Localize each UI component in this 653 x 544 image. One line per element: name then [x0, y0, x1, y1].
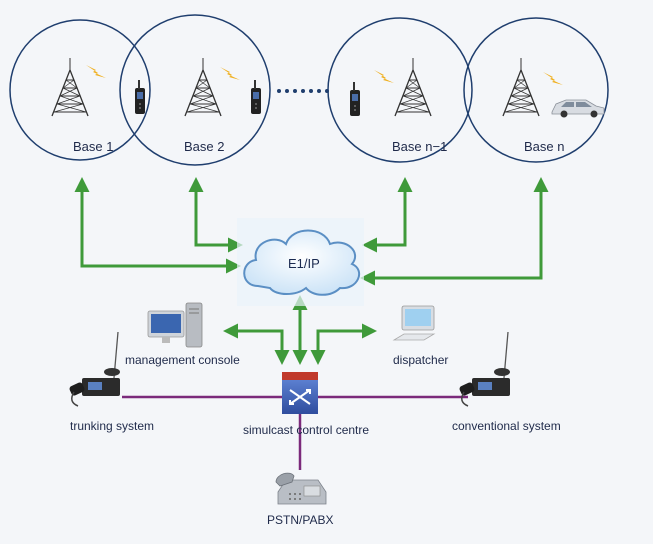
link-base1-cloud — [74, 177, 241, 274]
switch-icon — [282, 372, 318, 414]
lightning-icon — [543, 72, 563, 85]
ellipsis-dots — [277, 89, 329, 93]
cloud-icon — [237, 218, 364, 306]
mobile-radio-icon — [457, 331, 511, 407]
dispatcher-label: dispatcher — [393, 353, 449, 367]
computer-icon — [147, 302, 203, 348]
tower-icon — [394, 57, 432, 117]
lightning-icon — [86, 65, 106, 78]
network-label: E1/IP — [288, 256, 320, 271]
trunking-system-label: trunking system — [70, 419, 155, 433]
handheld-radio-icon — [251, 80, 261, 114]
pstn-label: PSTN/PABX — [267, 513, 334, 527]
link-base2-cloud — [188, 177, 243, 253]
mobile-radio-icon — [67, 331, 121, 407]
base-n-coverage — [463, 17, 609, 163]
computer-icon — [392, 305, 436, 341]
base-1-label: Base 1 — [73, 139, 114, 154]
handheld-radio-icon — [135, 80, 145, 114]
lightning-icon — [220, 67, 240, 80]
tower-icon — [502, 57, 540, 117]
simulcast-centre-label: simulcast control centre — [243, 423, 370, 437]
link-basen-cloud — [360, 177, 549, 286]
tower-icon — [51, 57, 89, 117]
link-dispatcher-centre — [310, 323, 377, 365]
base-2-label: Base 2 — [184, 139, 225, 154]
conventional-system-label: conventional system — [452, 419, 561, 433]
green-links — [74, 177, 549, 365]
base-1-coverage — [9, 19, 151, 161]
base-2-coverage — [119, 14, 271, 166]
management-console-label: management console — [125, 353, 240, 367]
coverage-circles — [9, 14, 609, 166]
car-icon — [551, 99, 605, 118]
purple-links — [122, 395, 468, 470]
base-n-label: Base n — [524, 139, 565, 154]
tower-icon — [184, 57, 222, 117]
base-n-1-label: Base n−1 — [392, 139, 448, 154]
telephone-icon — [275, 472, 327, 505]
link-console-centre — [223, 323, 290, 365]
link-basen1-cloud — [362, 177, 413, 253]
handheld-radio-icon — [350, 82, 360, 116]
lightning-icon — [374, 70, 394, 83]
